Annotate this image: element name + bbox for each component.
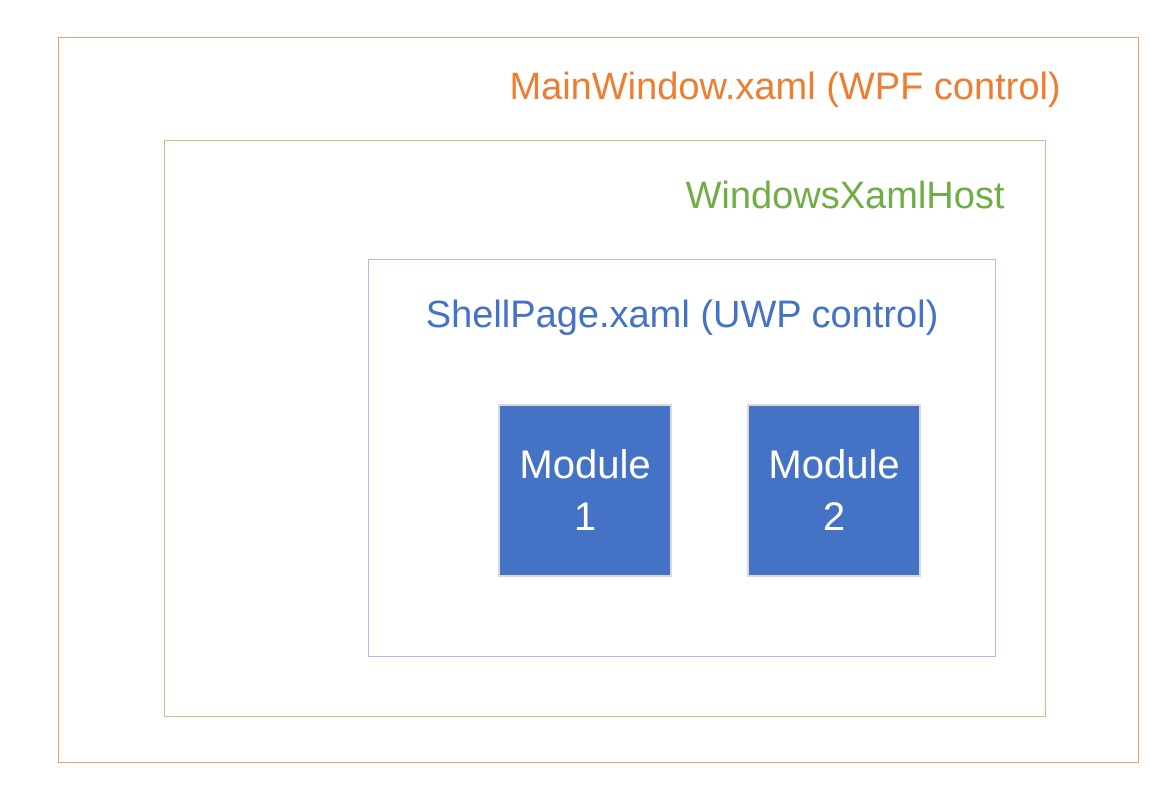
module-2-label-line2: 2 bbox=[822, 494, 846, 539]
module-2-label-line1: Module bbox=[768, 442, 900, 487]
windowsxamlhost-label: WindowsXamlHost bbox=[685, 175, 1005, 217]
shellpage-uwp-box: ShellPage.xaml (UWP control) Module 1 Mo… bbox=[368, 259, 996, 657]
mainwindow-wpf-box: MainWindow.xaml (WPF control) WindowsXam… bbox=[58, 37, 1139, 763]
module-1-box: Module 1 bbox=[498, 404, 672, 577]
module-1-label-line1: Module bbox=[519, 442, 651, 487]
mainwindow-wpf-label: MainWindow.xaml (WPF control) bbox=[509, 66, 1061, 108]
shellpage-uwp-label: ShellPage.xaml (UWP control) bbox=[425, 294, 939, 336]
module-1-label-line2: 1 bbox=[573, 494, 597, 539]
windowsxamlhost-box: WindowsXamlHost ShellPage.xaml (UWP cont… bbox=[164, 140, 1046, 717]
module-2-box: Module 2 bbox=[747, 404, 921, 577]
